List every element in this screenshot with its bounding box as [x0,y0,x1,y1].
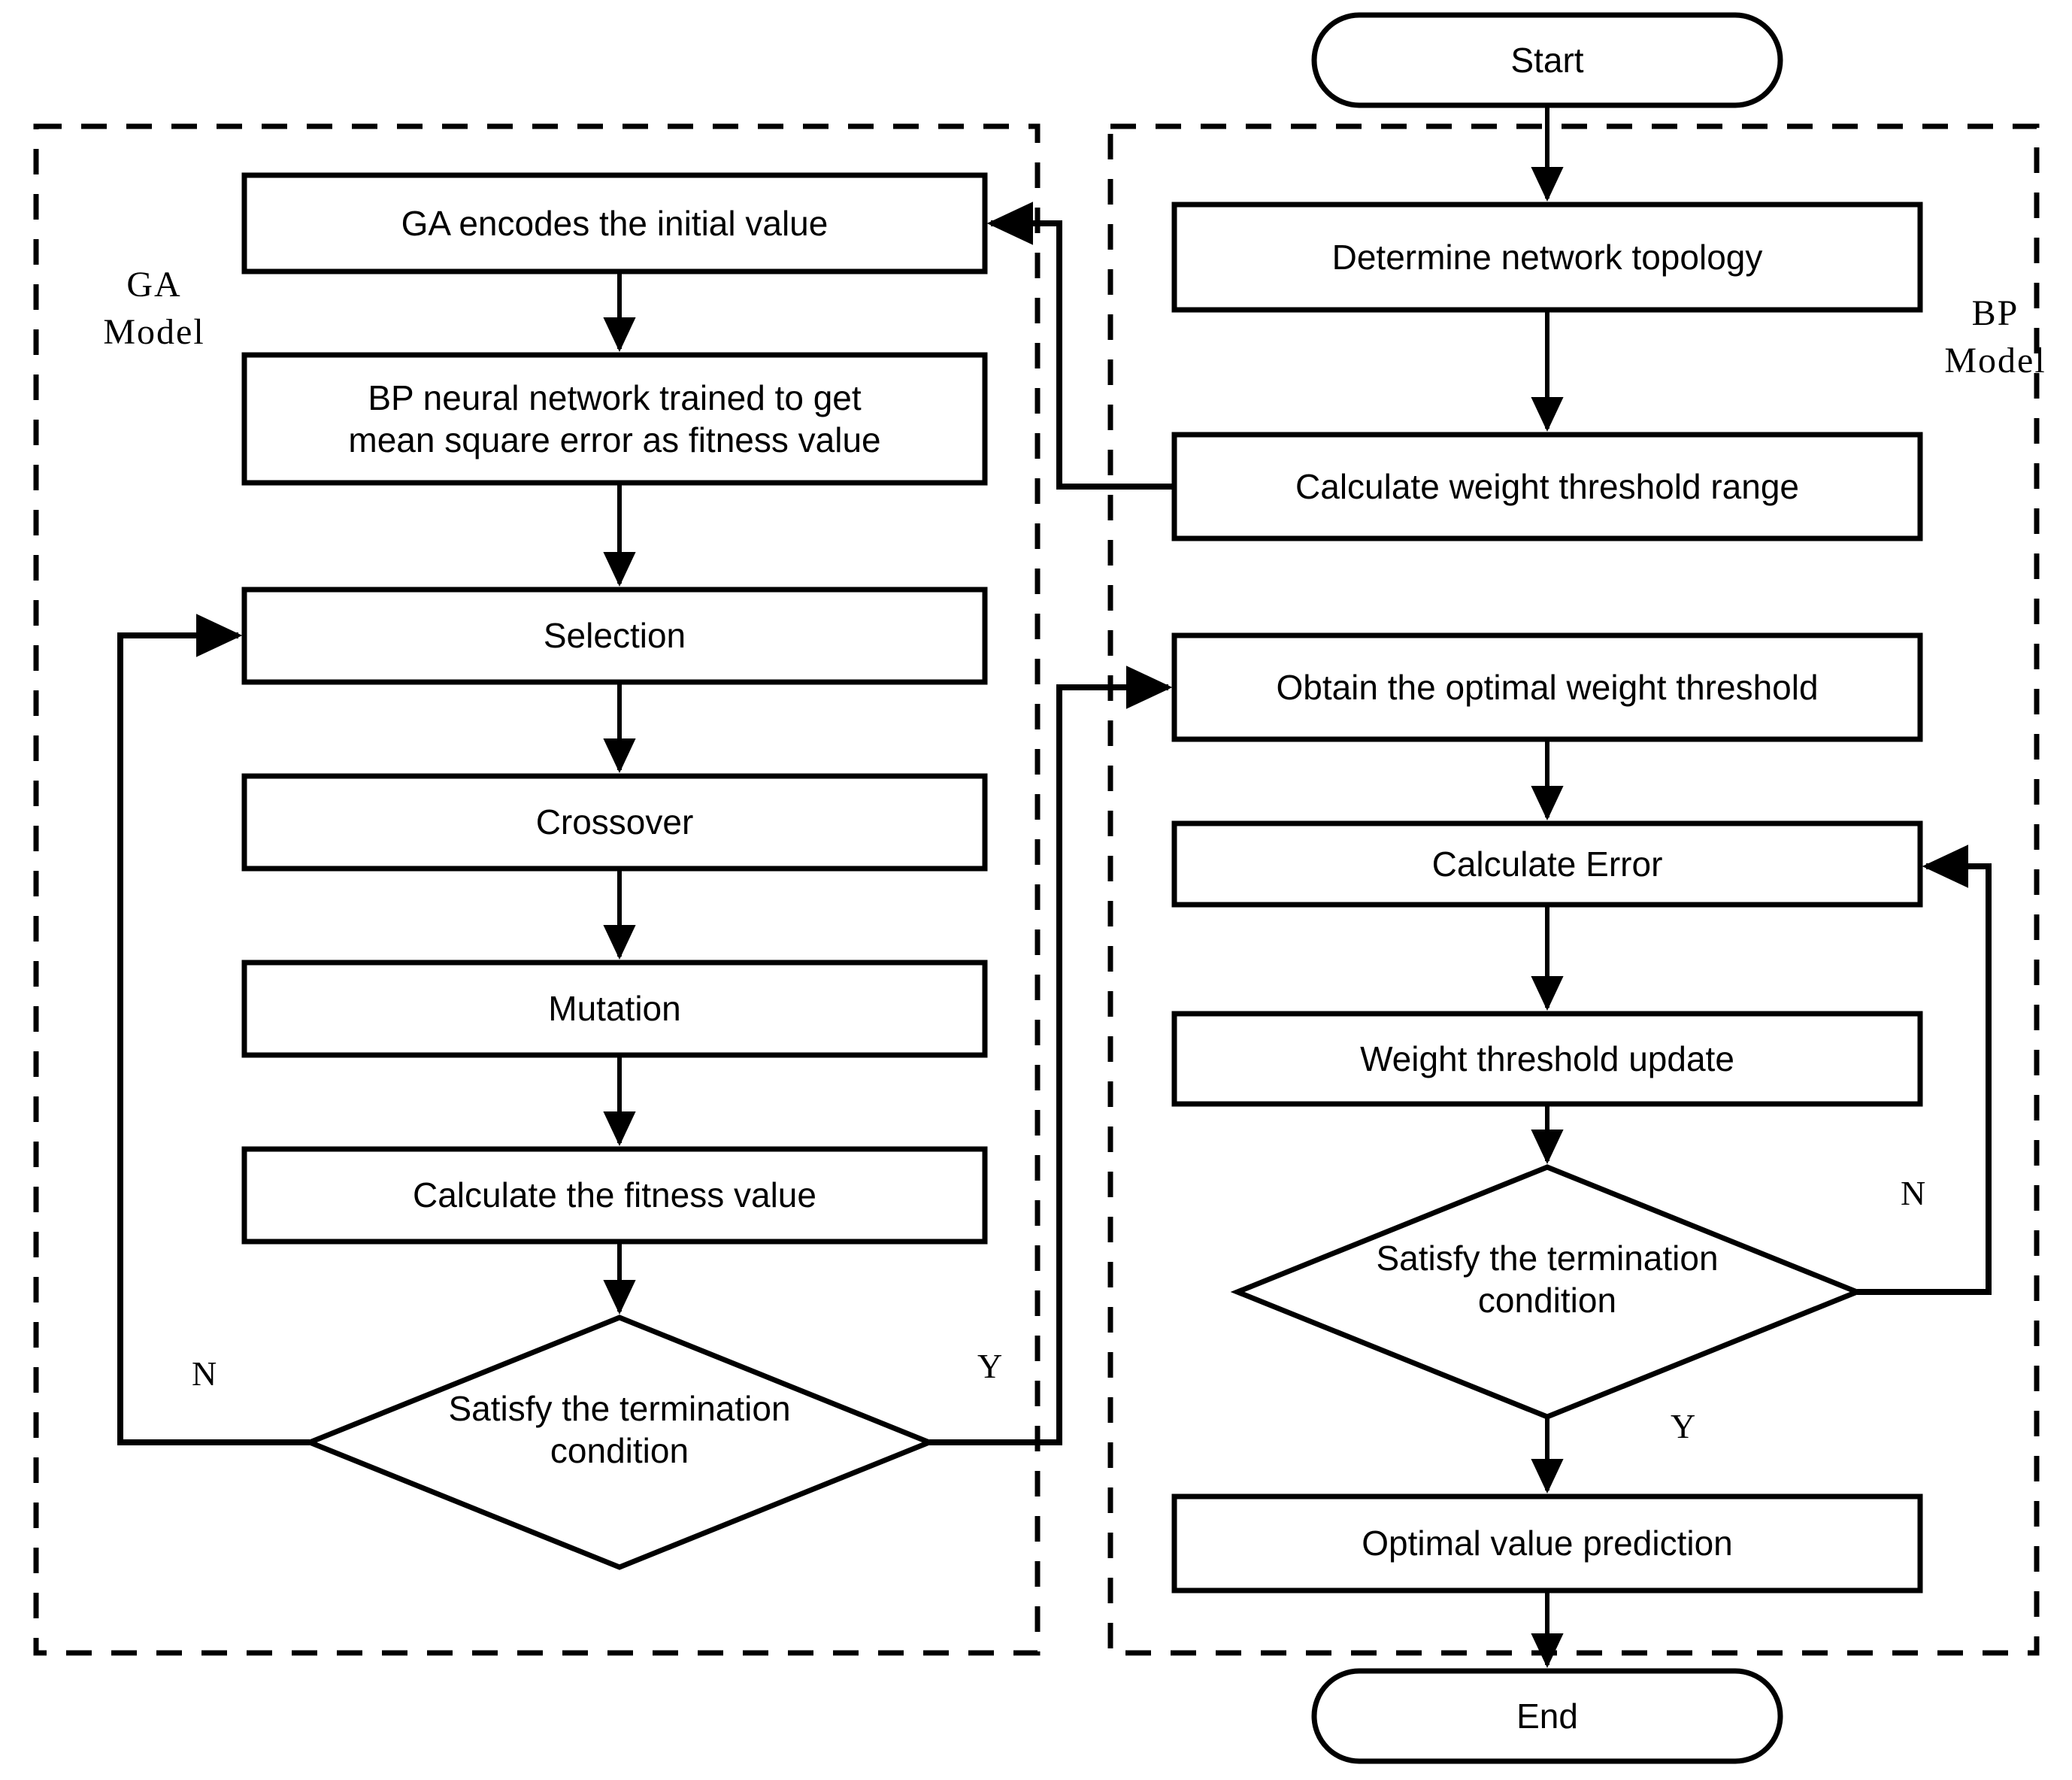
node-bp-update[interactable] [1171,1011,1923,1107]
node-bp-error[interactable] [1171,820,1923,908]
node-ga-encode[interactable] [241,172,988,274]
edge-ga-decision-no-loop [117,614,310,1445]
edge-bp-range-to-ga-encode [986,202,1174,490]
node-end[interactable] [1311,1668,1783,1764]
edge-bp-decision-no-loop [1857,845,1992,1295]
node-ga-bp-train[interactable] [241,352,988,486]
node-ga-fitness[interactable] [241,1146,988,1245]
node-bp-predict[interactable] [1171,1493,1923,1594]
node-start[interactable] [1311,12,1783,108]
node-ga-crossover[interactable] [241,773,988,872]
node-bp-range[interactable] [1171,432,1923,541]
node-bp-topology[interactable] [1171,202,1923,313]
node-bp-optimal[interactable] [1171,632,1923,742]
bp-model-group-frame [1107,123,2040,1656]
node-ga-selection[interactable] [241,587,988,685]
ga-model-group-frame [33,123,1041,1656]
node-bp-decision[interactable] [1230,1164,1864,1420]
node-ga-decision[interactable] [302,1315,937,1570]
edge-ga-decision-yes-to-bp-optimal [929,666,1173,1445]
node-ga-mutation[interactable] [241,960,988,1058]
